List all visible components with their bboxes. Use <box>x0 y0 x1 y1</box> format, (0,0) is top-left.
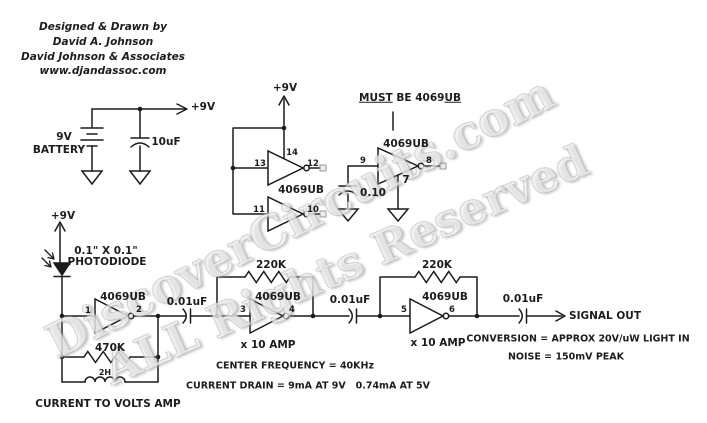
pin-4-label: 4 <box>289 304 295 315</box>
pin-1-label: 1 <box>85 305 91 316</box>
supply-arrow-icon <box>54 221 66 232</box>
amp1-caption: CURRENT TO VOLTS AMP <box>35 397 181 410</box>
pin-3-label: 3 <box>240 304 246 315</box>
noise-note: NOISE = 150mV PEAK <box>507 351 625 363</box>
rail-arrow-icon <box>176 103 188 115</box>
bypass-capacitor-icon <box>338 165 358 210</box>
pin-13-label: 13 <box>254 158 266 169</box>
note-ub: UB <box>444 91 461 104</box>
photodiode-stage-section <box>41 221 251 383</box>
resistor-470k-value: 470K <box>94 341 126 354</box>
amp3-gain-label: x 10 AMP <box>410 336 466 349</box>
pin-8-label: 8 <box>426 155 432 166</box>
resistor-220k-value: 220K <box>421 258 453 271</box>
open-terminal-square <box>319 164 327 172</box>
pin-14-label: 14 <box>286 147 298 158</box>
supply-arrow-icon <box>278 95 290 106</box>
pin-6-label: 6 <box>449 304 455 315</box>
ground-icon <box>336 208 360 223</box>
ground-icon <box>80 170 104 186</box>
oscillator-section <box>230 95 447 233</box>
resistor-220k-icon <box>216 270 314 317</box>
coupling-cap2-value: 0.01uF <box>329 293 371 306</box>
resistor-470k-icon <box>61 350 159 364</box>
pin-2-label: 2 <box>136 304 142 315</box>
current-drain-note: CURRENT DRAIN = 9mA AT 9V 0.74mA AT 5V <box>186 380 430 392</box>
resistor-220k-value: 220K <box>255 258 287 271</box>
inverter-gate-icon <box>249 297 290 335</box>
battery-icon <box>80 108 104 172</box>
conversion-note: CONVERSION = APPROX 20V/uW LIGHT IN <box>466 333 690 345</box>
pin-11-label: 11 <box>253 204 265 215</box>
credits-line1: Designed & Drawn by <box>39 20 167 33</box>
pin-7-label: 7 <box>402 173 410 186</box>
output-cap-value: 0.01uF <box>502 292 544 305</box>
power-supply-section <box>80 103 188 186</box>
osc-supply-label: +9V <box>272 81 298 94</box>
pin-10-label: 10 <box>307 204 319 215</box>
credits-line4: www.djandassoc.com <box>39 64 167 77</box>
amp-stage-3-section <box>377 270 566 335</box>
credits-line2: David A. Johnson <box>52 35 154 48</box>
filter-cap-value: 10uF <box>151 135 181 148</box>
resistor-220k-icon <box>379 270 478 317</box>
amp2-gain-label: x 10 AMP <box>240 338 296 351</box>
note-must: MUST <box>359 91 393 104</box>
signal-out-label: SIGNAL OUT <box>569 309 641 322</box>
ground-icon <box>128 170 152 186</box>
buffer-ic-label: 4069UB <box>383 137 429 150</box>
output-capacitor-icon <box>518 308 528 324</box>
pin-9-label: 9 <box>360 155 366 166</box>
inverter-gate-icon <box>267 195 327 233</box>
photodiode-size-label: 0.1" X 0.1" <box>74 244 138 257</box>
photodiode-icon <box>52 262 72 317</box>
osc-ic-label: 4069UB <box>278 183 324 196</box>
amp2-ic-label: 4069UB <box>255 290 301 303</box>
credits-line3: David Johnson & Associates <box>20 50 186 63</box>
amp1-ic-label: 4069UB <box>100 290 146 303</box>
note-mid: BE 4069 <box>392 91 445 104</box>
amp-stage-2-section <box>214 270 411 335</box>
open-terminal-square <box>319 210 327 218</box>
filter-capacitor-icon <box>130 108 150 172</box>
inductor-2h-value: 2H <box>98 368 112 377</box>
inductor-2h-icon <box>61 376 159 383</box>
inverter-gate-icon <box>347 146 447 186</box>
junction-dot <box>310 313 316 319</box>
pin-5-label: 5 <box>401 304 407 315</box>
bypass-cap-value: 0.10 <box>360 186 386 199</box>
inverter-gate-icon <box>94 297 135 335</box>
photodiode-name-label: PHOTODIODE <box>67 255 147 268</box>
battery-label-1: 9V <box>56 130 72 143</box>
wire <box>232 127 285 215</box>
inverter-gate-icon <box>409 297 450 335</box>
coupling-cap1-value: 0.01uF <box>166 295 208 308</box>
must-be-note: MUST BE 4069UB <box>359 93 461 104</box>
signal-out-arrow-icon <box>555 310 566 322</box>
rail-voltage-label: +9V <box>190 100 216 113</box>
center-frequency-note: CENTER FREQUENCY = 40KHz <box>215 360 375 372</box>
feedback-wires <box>61 315 159 383</box>
open-terminal-square <box>439 162 447 170</box>
pin-12-label: 12 <box>307 158 319 169</box>
coupling-capacitor-icon <box>348 308 358 324</box>
light-arrows-icon <box>41 249 55 268</box>
amp3-ic-label: 4069UB <box>422 290 468 303</box>
battery-label-2: BATTERY <box>32 143 86 156</box>
junction-dot <box>230 165 236 171</box>
junction-dot <box>474 313 480 319</box>
inverter-gate-icon <box>267 149 327 187</box>
ground-icon <box>386 208 410 223</box>
photo-supply-label: +9V <box>50 209 76 222</box>
